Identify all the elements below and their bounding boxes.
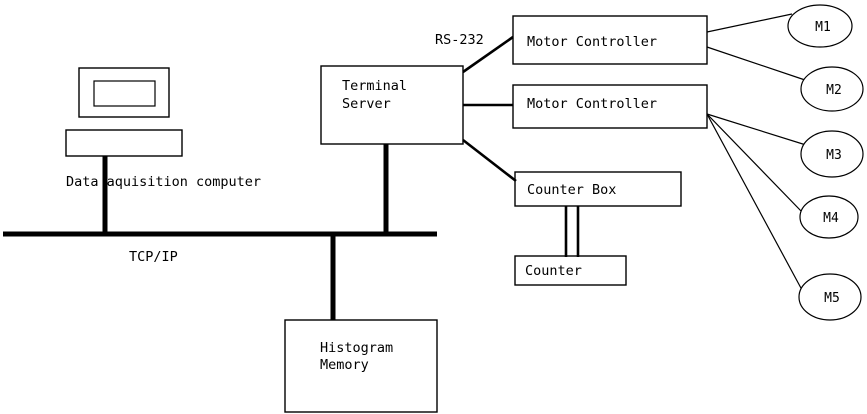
histogram-memory-label-line2: Memory [320, 357, 369, 373]
counter-box-label: Counter Box [527, 182, 616, 198]
motor-controller-2-label: Motor Controller [527, 96, 657, 112]
terminal-server-to-counterbox-line [462, 138, 517, 183]
computer-monitor-screen [93, 80, 156, 107]
terminal-server-box [320, 65, 464, 145]
motor-m1-label: M1 [815, 20, 831, 35]
mc1-to-m1-line [706, 13, 793, 33]
motor-m3-ellipse [800, 130, 864, 178]
terminal-server-label-line2: Server [342, 96, 391, 112]
motor-m5-ellipse [798, 273, 862, 321]
terminal-server-to-mc1-line [462, 35, 514, 74]
motor-m4-label: M4 [823, 211, 839, 226]
motor-m2-ellipse [800, 66, 864, 112]
motor-m4-ellipse [799, 195, 859, 239]
mc1-to-m2-line [706, 46, 806, 81]
motor-m3-label: M3 [826, 148, 842, 163]
mc2-to-m3-line [706, 113, 807, 146]
motor-controller-1-label: Motor Controller [527, 34, 657, 50]
motor-controller-1-box [512, 15, 708, 65]
histogram-memory-box [284, 319, 438, 413]
data-acquisition-computer-label: Data aquisition computer [66, 174, 261, 190]
counter-box-box [514, 171, 682, 207]
mc2-to-m5-line [706, 113, 803, 291]
motor-m2-label: M2 [826, 83, 842, 98]
counter-label: Counter [525, 263, 582, 279]
computer-keyboard-base [65, 129, 183, 157]
tcpip-link-label: TCP/IP [129, 249, 178, 265]
terminal-server-label-line1: Terminal [342, 78, 407, 94]
counter-box [514, 255, 627, 286]
histogram-memory-label-line1: Histogram [320, 340, 393, 356]
motor-controller-2-box [512, 84, 708, 129]
rs232-link-label: RS-232 [435, 32, 484, 48]
mc2-to-m4-line [706, 113, 803, 213]
motor-m5-label: M5 [824, 291, 840, 306]
motor-m1-ellipse [787, 4, 853, 48]
